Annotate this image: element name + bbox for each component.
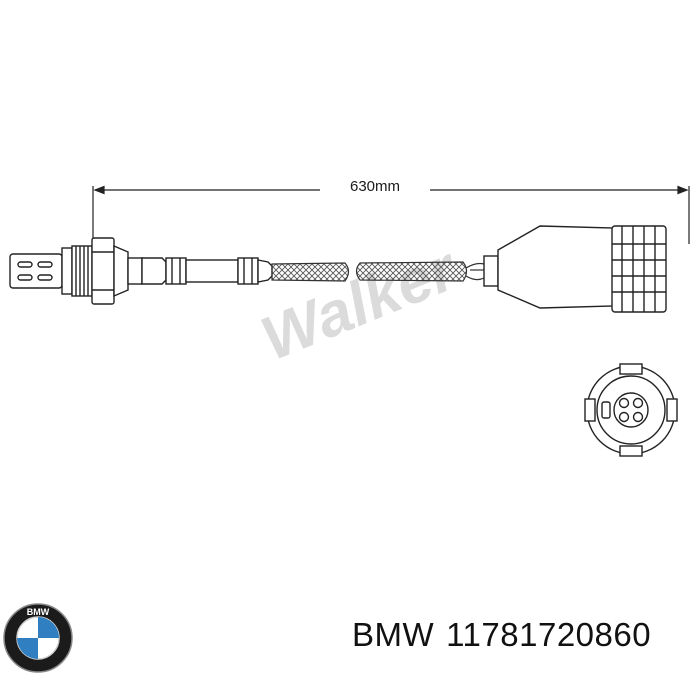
sensor-body xyxy=(61,237,273,305)
connector-boot xyxy=(483,225,667,313)
walker-watermark: Walker xyxy=(252,233,468,374)
connector-end-view xyxy=(584,363,678,457)
sensor-tip xyxy=(9,253,63,289)
part-caption: BMW 11781720860 xyxy=(352,616,651,654)
part-number: 11781720860 xyxy=(446,616,652,653)
brand-name: BMW xyxy=(352,616,435,653)
braided-cable xyxy=(271,261,468,282)
svg-text:Walker: Walker xyxy=(252,233,468,374)
svg-text:BMW: BMW xyxy=(27,607,50,617)
lead-wires xyxy=(465,262,485,281)
dimension-label: 630mm xyxy=(320,178,430,196)
bmw-logo-icon: BMW xyxy=(3,603,73,673)
